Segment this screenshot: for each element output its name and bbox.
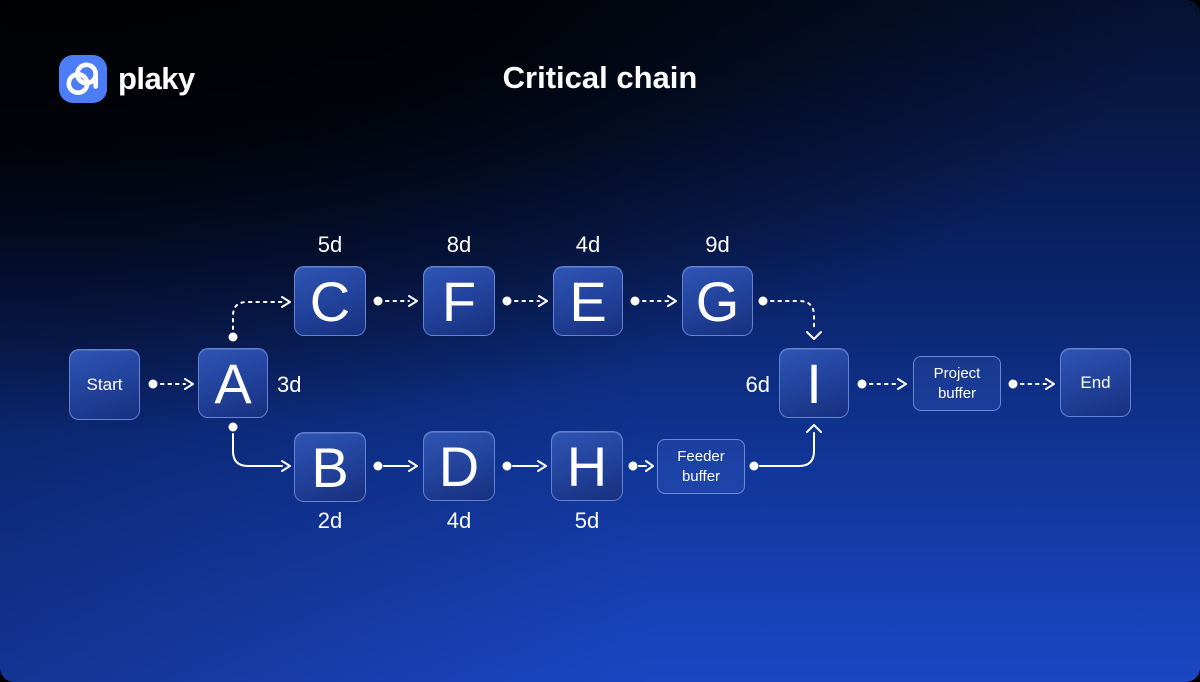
brand: plaky (59, 55, 195, 103)
node-b: B (294, 432, 366, 502)
connector-feeder-buffer-i (749, 424, 822, 471)
arrowhead (897, 378, 907, 390)
connector-f-e (502, 295, 548, 307)
edge-dot (373, 296, 383, 306)
arrowhead (281, 460, 291, 472)
edge-dot (630, 296, 640, 306)
connector-c-f (373, 295, 418, 307)
arrowhead (538, 295, 548, 307)
node-i: I (779, 348, 849, 418)
arrowhead (281, 296, 291, 308)
edge-line (759, 432, 815, 467)
connector-a-c (228, 296, 291, 342)
node-f: F (423, 266, 495, 336)
page-title: Critical chain (502, 60, 698, 95)
node-e: E (553, 266, 623, 336)
connector-d-h (502, 460, 547, 472)
node-start: Start (69, 349, 140, 420)
edge-dot (502, 461, 512, 471)
duration-label-b: 2d (317, 508, 343, 533)
duration-label-e: 4d (575, 232, 601, 257)
arrowhead (806, 424, 822, 433)
arrowhead (184, 378, 194, 390)
edge-dot (373, 461, 383, 471)
connector-start-a (148, 378, 194, 390)
connector-b-d (373, 460, 418, 472)
connector-i-project-buffer (857, 378, 907, 390)
plaky-logo-glyph (66, 62, 99, 95)
node-h: H (551, 431, 623, 501)
connector-h-feeder-buffer (628, 460, 654, 472)
edge-line (770, 300, 815, 332)
edge-dot (228, 332, 238, 342)
arrowhead (408, 295, 418, 307)
node-end: End (1060, 348, 1131, 417)
connector-project-buffer-end (1008, 378, 1055, 390)
edge-dot (749, 461, 759, 471)
node-a: A (198, 348, 268, 418)
arrowhead (1045, 378, 1055, 390)
edge-dot (628, 461, 638, 471)
connector-g-i (758, 296, 822, 340)
arrowhead (645, 460, 654, 472)
node-g: G (682, 266, 753, 336)
edge-dot (857, 379, 867, 389)
edge-dot (502, 296, 512, 306)
edge-dot (758, 296, 768, 306)
duration-label-g: 9d (705, 232, 730, 257)
arrowhead (806, 331, 822, 340)
node-d: D (423, 431, 495, 501)
edge-dot (1008, 379, 1018, 389)
arrowhead (667, 295, 677, 307)
connector-a-b (228, 422, 291, 472)
edge-dot (228, 422, 238, 432)
connector-e-g (630, 295, 677, 307)
duration-label-c: 5d (317, 232, 343, 257)
node-feeder-buffer: Feeder buffer (657, 439, 745, 494)
brand-name: plaky (118, 61, 195, 96)
node-c: C (294, 266, 366, 336)
duration-label-f: 8d (446, 232, 472, 257)
plaky-logo-icon (59, 55, 107, 103)
duration-label-i: 6d (745, 372, 770, 397)
arrowhead (408, 460, 418, 472)
edge-line (232, 433, 283, 467)
arrowhead (537, 460, 547, 472)
edge-dot (148, 379, 158, 389)
duration-label-a: 3d (277, 372, 302, 397)
duration-label-d: 4d (446, 508, 472, 533)
duration-label-h: 5d (574, 508, 600, 533)
node-project-buffer: Project buffer (913, 356, 1001, 411)
edge-line (232, 301, 283, 330)
